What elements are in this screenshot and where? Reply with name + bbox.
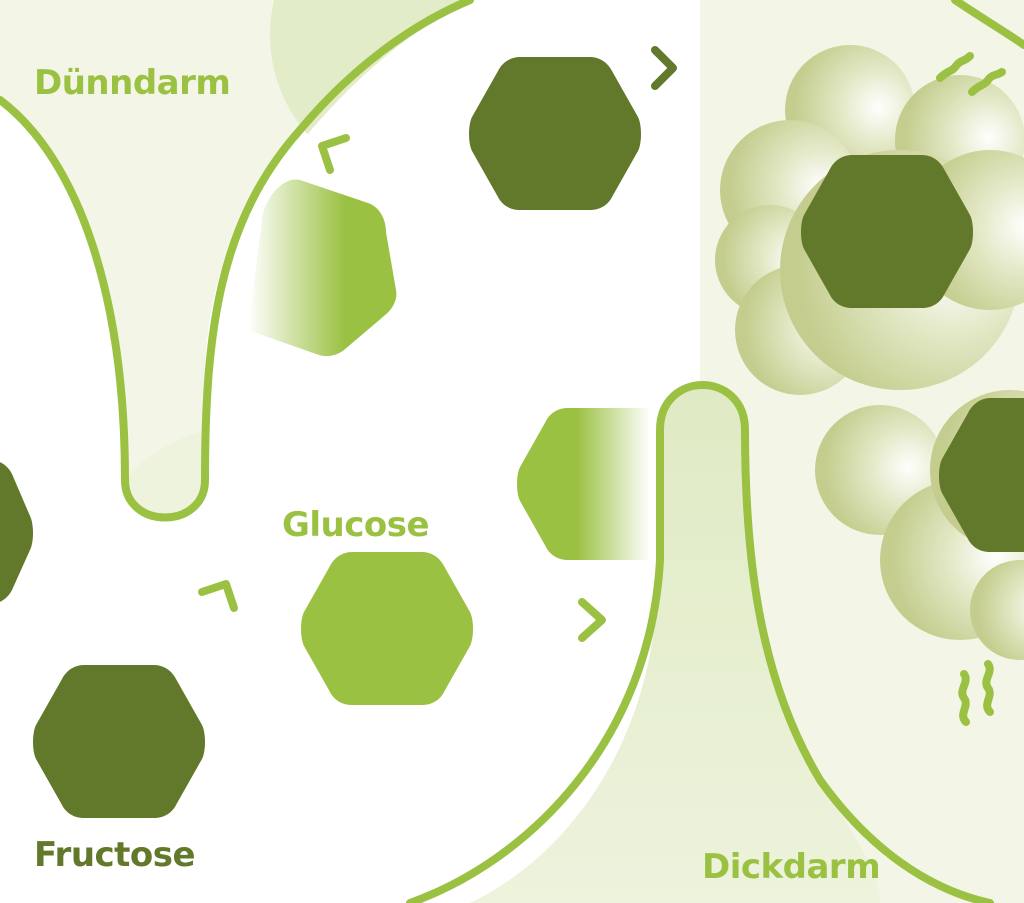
decorative-pale-shape-left [125,430,205,518]
right-boundary-arc [951,0,1024,49]
large-intestine-funnel [470,385,880,903]
hexagon-molecule-left-partial [0,462,33,602]
hexagon-molecule-fading [517,408,650,560]
hexagon-molecule-dark [469,57,641,210]
chevron-up-left-icon [318,134,350,174]
label-duenndarm: Dünndarm [34,63,230,103]
hexagon-glucose [301,552,473,705]
hexagon-molecule-in-cloud [801,155,973,308]
label-glucose: Glucose [282,505,429,545]
chevron-up-right-icon [198,580,238,612]
gas-squiggle-icon [936,52,1006,726]
small-intestine-area [0,0,470,518]
large-intestine-wall-line [406,381,994,903]
chevron-right-icon [651,46,677,90]
hexagon-fructose [33,665,205,818]
hexagon-molecule-right-partial [939,398,1024,552]
chevron-right-icon [578,598,606,642]
label-fructose: Fructose [34,835,195,875]
pentagon-molecule-fading [248,179,397,357]
small-intestine-wall-line [0,0,474,522]
label-dickdarm: Dickdarm [702,847,880,887]
